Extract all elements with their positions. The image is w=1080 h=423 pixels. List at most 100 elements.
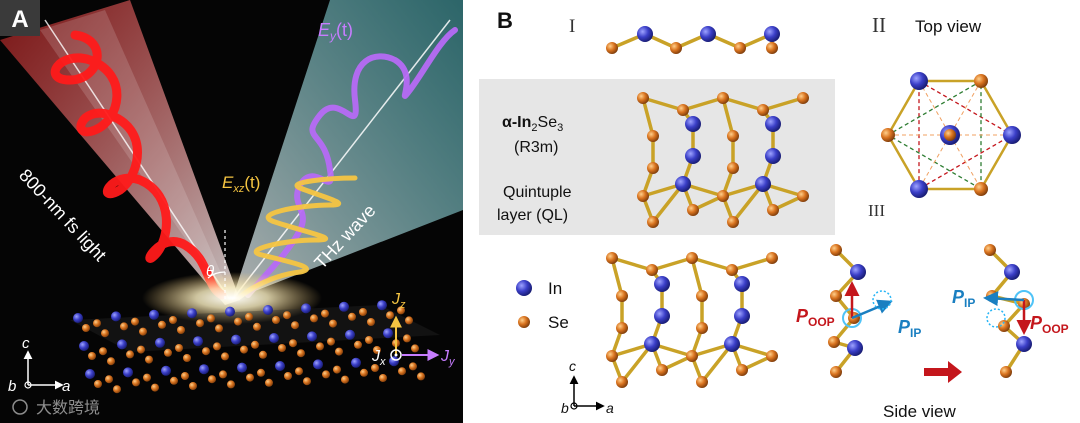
p-ip-label-left: PIP [898, 317, 921, 340]
theta-label: θ [206, 263, 214, 280]
slab-se-atom [341, 376, 349, 384]
se-atom [606, 252, 618, 264]
in-atom [850, 264, 866, 280]
se-atom [767, 204, 779, 216]
slab-in-atom [389, 356, 399, 366]
slab-se-atom [183, 354, 191, 362]
slab-se-atom [126, 350, 134, 358]
slab-se-atom [386, 311, 394, 319]
panel-a-label: A [11, 6, 28, 33]
se-atom [616, 290, 628, 302]
slab-se-atom [333, 366, 341, 374]
slab-in-atom [117, 339, 127, 349]
structure-lower [606, 252, 778, 388]
slab-se-atom [131, 318, 139, 326]
se-atom [1000, 366, 1012, 378]
slab-se-atom [251, 341, 259, 349]
slab-se-atom [327, 338, 335, 346]
slab-in-atom [351, 358, 361, 368]
se-atom [727, 162, 739, 174]
in-atom [685, 148, 701, 164]
slab-se-atom [367, 318, 375, 326]
in-atom [847, 340, 863, 356]
se-atom [686, 252, 698, 264]
slab-se-atom [379, 374, 387, 382]
slab-se-atom [105, 375, 113, 383]
se-atom [797, 190, 809, 202]
slab-se-atom [120, 322, 128, 330]
slab-se-atom [322, 370, 330, 378]
slab-se-atom [221, 352, 229, 360]
slab-in-atom [187, 308, 197, 318]
slab-se-atom [259, 351, 267, 359]
slab-in-atom [79, 341, 89, 351]
slab-se-atom [177, 326, 185, 334]
slab-in-atom [149, 310, 159, 320]
slab-se-atom [289, 339, 297, 347]
slab-in-atom [275, 361, 285, 371]
se-atom [637, 190, 649, 202]
in-atom [1004, 264, 1020, 280]
slab-se-atom [240, 346, 248, 354]
roman-3-label: III [868, 201, 885, 220]
roman-1-label: I [569, 16, 575, 37]
legend-se-atom [518, 316, 530, 328]
in-atom [675, 176, 691, 192]
in-atom [685, 116, 701, 132]
se-atom [647, 216, 659, 228]
se-atom [616, 376, 628, 388]
bond [612, 258, 652, 270]
slab-se-atom [158, 321, 166, 329]
in-atom [765, 116, 781, 132]
se-atom [717, 92, 729, 104]
slab-in-atom [199, 364, 209, 374]
slab-se-atom [257, 369, 265, 377]
slab-se-atom [371, 364, 379, 372]
slab-in-atom [85, 369, 95, 379]
se-atom [830, 244, 842, 256]
transition-arrow-icon [924, 361, 962, 383]
in-atom [910, 72, 928, 90]
top-view-diagram [881, 72, 1021, 198]
slab-se-atom [417, 372, 425, 380]
se-atom [696, 322, 708, 334]
se-atom [616, 322, 628, 334]
se-atom [766, 42, 778, 54]
ql-label-line1: Quintuple [503, 184, 572, 201]
in-atom [734, 276, 750, 292]
slab-in-atom [263, 305, 273, 315]
se-atom [986, 290, 998, 302]
slab-in-atom [307, 331, 317, 341]
se-atom [727, 130, 739, 142]
slab-se-atom [295, 367, 303, 375]
slab-se-atom [82, 324, 90, 332]
slab-in-atom [237, 363, 247, 373]
slab-se-atom [151, 384, 159, 392]
slab-se-atom [359, 308, 367, 316]
se-atom [974, 182, 988, 196]
se-atom [830, 290, 842, 302]
slab-se-atom [246, 374, 254, 382]
slab-se-atom [278, 344, 286, 352]
in-atom [724, 336, 740, 352]
in-atom [1016, 336, 1032, 352]
slab-se-atom [360, 369, 368, 377]
slab-se-atom [354, 341, 362, 349]
slab-se-atom [403, 334, 411, 342]
bond [732, 258, 772, 270]
slab-se-atom [132, 378, 140, 386]
slab-se-atom [113, 385, 121, 393]
se-atom [717, 190, 729, 202]
slab-se-atom [215, 324, 223, 332]
roman-2-label: II [872, 13, 886, 37]
slab-se-atom [409, 362, 417, 370]
side-view-label: Side view [883, 402, 956, 421]
slab-se-atom [202, 347, 210, 355]
axis-a-label: a [62, 378, 70, 395]
se-atom [734, 42, 746, 54]
slab-in-atom [383, 328, 393, 338]
slab-se-atom [348, 313, 356, 321]
bond [692, 258, 732, 270]
legend-in-atom [516, 280, 532, 296]
